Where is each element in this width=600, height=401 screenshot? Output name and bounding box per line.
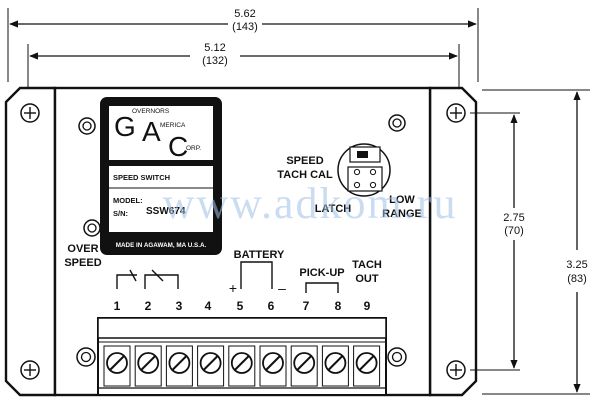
overall-height-value: 3.25 bbox=[566, 259, 587, 271]
terminal-screw-6-icon bbox=[259, 345, 287, 387]
made-in-text: MADE IN AGAWAM, MA U.S.A. bbox=[116, 242, 207, 249]
out-label: OUT bbox=[355, 273, 379, 285]
terminal-number-6: 6 bbox=[268, 299, 275, 313]
over-label: OVER bbox=[67, 243, 98, 255]
terminal-screw-1-icon bbox=[103, 345, 131, 387]
pickup-label: PICK-UP bbox=[299, 267, 344, 279]
overall-height-dimension: 3.25 (83) bbox=[482, 89, 590, 395]
adjustment-panel bbox=[337, 143, 391, 197]
model-value: SSW674 bbox=[146, 206, 186, 217]
terminal-screw-8-icon bbox=[321, 345, 349, 387]
tach-label: TACH bbox=[352, 259, 382, 271]
terminal-number-4: 4 bbox=[205, 299, 212, 313]
cover-screw-top-right-icon bbox=[388, 114, 406, 132]
cover-screw-top-left-icon bbox=[78, 117, 96, 135]
sn-label: S/N: bbox=[113, 209, 128, 218]
mount-height-value: 2.75 bbox=[503, 212, 524, 224]
logo-letter-a: A bbox=[142, 116, 161, 147]
terminal-number-3: 3 bbox=[176, 299, 183, 313]
terminal-screw-4-icon bbox=[197, 345, 225, 387]
terminal-number-8: 8 bbox=[335, 299, 342, 313]
terminal-screws bbox=[103, 345, 381, 387]
terminal-number-2: 2 bbox=[145, 299, 152, 313]
mount-width-value: 5.12 bbox=[204, 42, 225, 54]
overall-width-mm: (143) bbox=[232, 21, 258, 33]
latch-label: LATCH bbox=[315, 203, 352, 215]
speed-label: SPEED bbox=[286, 155, 323, 167]
battery-minus-label: – bbox=[278, 280, 286, 296]
terminal-screw-7-icon bbox=[290, 345, 318, 387]
mounting-screw-bottom-left-icon bbox=[20, 360, 40, 380]
mounting-screw-bottom-right-icon bbox=[446, 360, 466, 380]
mounting-screw-top-right-icon bbox=[446, 103, 466, 123]
relay-contact-symbol bbox=[116, 269, 179, 289]
logo-word-1: OVERNORS bbox=[132, 108, 170, 115]
pickup-bracket bbox=[305, 282, 339, 293]
low-label: LOW bbox=[389, 194, 415, 206]
nameplate-title: SPEED SWITCH bbox=[113, 173, 170, 182]
terminal-number-9: 9 bbox=[364, 299, 371, 313]
speed-over-label: SPEED bbox=[64, 257, 101, 269]
logo-letter-c: C bbox=[168, 131, 188, 162]
terminal-number-7: 7 bbox=[303, 299, 310, 313]
overall-width-dimension: 5.62 (143) bbox=[7, 8, 479, 82]
range-label: RANGE bbox=[382, 208, 422, 220]
logo-letter-g: G bbox=[114, 111, 136, 142]
company-logo bbox=[109, 106, 213, 160]
logo-word-2: MERICA bbox=[160, 122, 186, 129]
terminal-screw-9-icon bbox=[353, 345, 381, 387]
terminal-number-1: 1 bbox=[114, 299, 121, 313]
overall-width-value: 5.62 bbox=[234, 8, 255, 20]
terminal-screw-5-icon bbox=[228, 345, 256, 387]
cover-screw-mid-left-icon bbox=[83, 219, 101, 237]
terminal-numbers: 1 2 3 4 5 6 7 8 9 bbox=[114, 299, 371, 313]
mount-width-mm: (132) bbox=[202, 55, 228, 67]
battery-bracket bbox=[240, 261, 273, 289]
mounting-screw-top-left-icon bbox=[20, 103, 40, 123]
overall-height-mm: (83) bbox=[567, 273, 587, 285]
mount-height-dimension: 2.75 (70) bbox=[470, 112, 525, 371]
mount-height-mm: (70) bbox=[504, 225, 524, 237]
terminal-number-5: 5 bbox=[237, 299, 244, 313]
tach-cal-label: TACH CAL bbox=[277, 169, 333, 181]
battery-label: BATTERY bbox=[234, 249, 285, 261]
model-label: MODEL: bbox=[113, 196, 143, 205]
battery-plus-label: + bbox=[229, 280, 237, 296]
logo-word-3: ORP. bbox=[186, 145, 201, 152]
terminal-screw-2-icon bbox=[134, 345, 162, 387]
nameplate: G OVERNORS A MERICA C ORP. SPEED SWITCH … bbox=[100, 97, 222, 255]
terminal-screw-3-icon bbox=[165, 345, 193, 387]
mount-width-dimension: 5.12 (132) bbox=[27, 42, 460, 92]
